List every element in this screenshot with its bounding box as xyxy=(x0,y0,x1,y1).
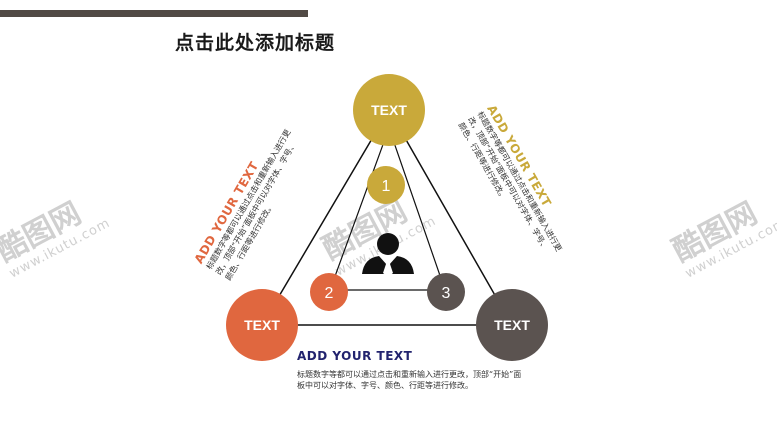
node-left-label: TEXT xyxy=(244,317,280,333)
text-block-bottom: ADD YOUR TEXT 标题数字等都可以通过点击和重新输入进行更改，顶部“开… xyxy=(297,349,527,391)
top-accent-bar xyxy=(0,10,308,17)
step-3-label: 3 xyxy=(442,285,451,302)
node-top xyxy=(353,74,425,146)
person-icon xyxy=(362,233,414,277)
page-title: 点击此处添加标题 xyxy=(175,32,336,54)
step-1-label: 1 xyxy=(382,178,391,195)
step-2-label: 2 xyxy=(325,285,334,302)
node-right-label: TEXT xyxy=(494,317,530,333)
text-block-bottom-heading: ADD YOUR TEXT xyxy=(297,349,413,363)
node-top-label: TEXT xyxy=(371,102,407,118)
inner-triangle xyxy=(329,126,446,291)
node-right xyxy=(476,289,548,361)
outer-triangle xyxy=(260,108,514,326)
step-1 xyxy=(367,166,405,204)
node-left xyxy=(226,289,298,361)
step-3 xyxy=(427,273,465,311)
text-block-bottom-body: 标题数字等都可以通过点击和重新输入进行更改，顶部“开始”面板中可以对字体、字号、… xyxy=(297,370,522,390)
step-2 xyxy=(310,273,348,311)
